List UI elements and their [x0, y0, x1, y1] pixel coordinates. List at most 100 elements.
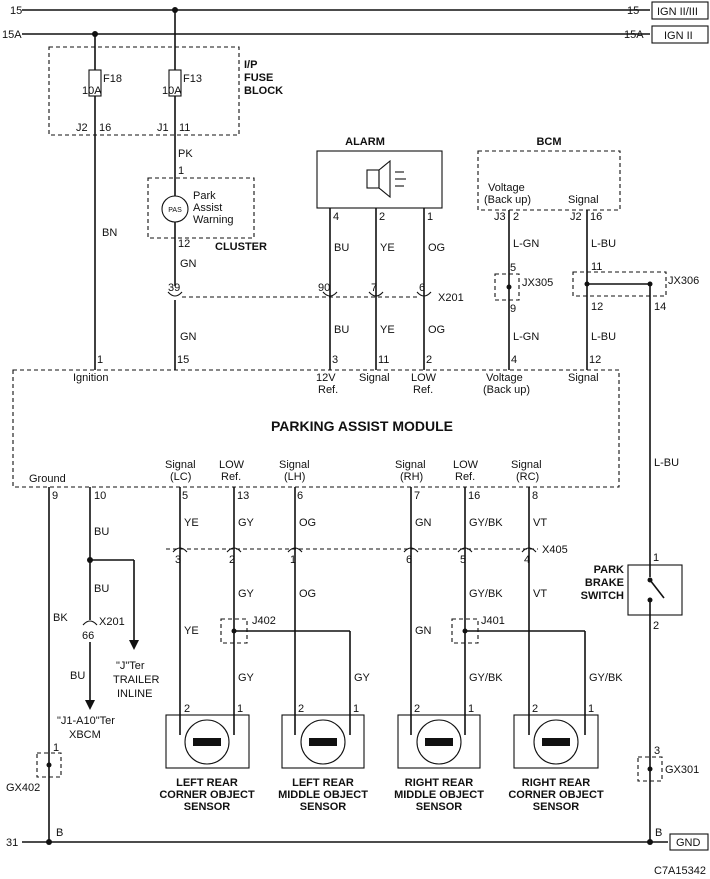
line-15a-left: 15A [2, 29, 22, 41]
bcm-j3: J3 [494, 211, 506, 223]
wire-gy-3: GY [238, 672, 255, 684]
sensor-right-rear-middle: 2 1 RIGHT REAR MIDDLE OBJECT SENSOR [394, 703, 484, 813]
sensor-1-pin-b: 1 [237, 703, 243, 715]
sensor-2-name-2: MIDDLE OBJECT [278, 789, 368, 801]
wire-lgn-top: L-GN [513, 238, 539, 250]
sensor-icon [300, 719, 346, 765]
module-pin-4: 4 [511, 354, 517, 366]
bcm-j2-pin: 16 [590, 211, 602, 223]
module-rc-2: (RC) [516, 471, 539, 483]
wire-ye-1: YE [184, 517, 199, 529]
wire-gy-4: GY [354, 672, 371, 684]
power-lines: 15 15 IGN II/III 15A 15A IGN II [2, 1, 709, 44]
fuse-f13-conn: J1 [157, 122, 169, 134]
x201-pin-39: 39 [168, 282, 180, 294]
alarm: ALARM 4 2 1 BU YE OG [316, 136, 445, 370]
bcm-j3-pin: 2 [513, 211, 519, 223]
wire-gybk-3: GY/BK [469, 672, 503, 684]
park-brake-name-3: SWITCH [581, 590, 624, 602]
bcm-voltage-1: Voltage [488, 182, 525, 194]
fuse-f13-pin: 11 [179, 122, 190, 134]
x201-connector: 39 90 7 6 X201 [167, 282, 464, 370]
x405-pin-2: 2 [229, 554, 235, 566]
sensor-left-rear-corner: 2 1 LEFT REAR CORNER OBJECT SENSOR [159, 703, 255, 813]
sensor-4-name-1: RIGHT REAR [522, 777, 591, 789]
alarm-pin-4: 4 [333, 211, 339, 223]
wire-gy-1: GY [238, 517, 255, 529]
wire-bu-gnd-1: BU [94, 526, 109, 538]
line-15a-right: 15A [624, 29, 644, 41]
module-signal-a: Signal [359, 372, 390, 384]
parking-assist-module: PARKING ASSIST MODULE 1 Ignition 15 3 12… [12, 354, 620, 502]
sensor-2-name-1: LEFT REAR [292, 777, 354, 789]
module-ignition: Ignition [73, 372, 108, 384]
wire-vt-1: VT [533, 517, 547, 529]
ip-fuse-block: F18 10A J2 16 F13 10A J1 11 I/P FUSE BLO… [48, 10, 283, 370]
fuse-f18-conn: J2 [76, 122, 88, 134]
jx305-connector: 5 9 JX305 [494, 262, 553, 315]
speaker-icon [366, 169, 380, 189]
x201-pin-6: 6 [419, 282, 425, 294]
ground-pin-66: 66 [82, 630, 94, 642]
x405-name: X405 [542, 544, 568, 556]
jx305-pin-9: 9 [510, 303, 516, 315]
module-pin-1: 1 [97, 354, 103, 366]
wire-bu-low: BU [334, 324, 349, 336]
park-brake-name-2: BRAKE [585, 577, 624, 589]
module-rc-1: Signal [511, 459, 542, 471]
bcm: BCM Voltage (Back up) Signal J3 2 J2 16 … [477, 136, 621, 370]
cluster-name: CLUSTER [215, 241, 267, 253]
module-volt-2: (Back up) [483, 384, 530, 396]
sensor-4-pin-a: 2 [532, 703, 538, 715]
arrow-down-icon [85, 700, 95, 710]
wire-lgn-low: L-GN [513, 331, 539, 343]
module-pin-12: 12 [589, 354, 601, 366]
sensor-3-pin-a: 2 [414, 703, 420, 715]
sensor-left-rear-middle: 2 1 LEFT REAR MIDDLE OBJECT SENSOR [278, 703, 368, 813]
j401-name: J401 [481, 615, 505, 627]
line-15-right: 15 [627, 5, 639, 17]
x201-name: X201 [438, 292, 464, 304]
cluster-label-1: Park [193, 190, 216, 202]
xbcm-label-1: "J1-A10"Ter [57, 715, 115, 727]
module-pin-11: 11 [378, 354, 389, 366]
x201-pin-7: 7 [371, 282, 377, 294]
fuse-f13-name: F13 [183, 73, 202, 85]
module-pin-5: 5 [182, 490, 188, 502]
wire-gn-lower: GN [180, 331, 197, 343]
module-pin-9: 9 [52, 490, 58, 502]
fuse-f13-rating: 10A [162, 85, 182, 97]
wire-gn-3: GN [415, 625, 432, 637]
wire-bn-label: BN [102, 227, 117, 239]
sensor-4-pin-b: 1 [588, 703, 594, 715]
ign-23-label: IGN II/III [657, 6, 698, 18]
module-lowref-l-2: Ref. [221, 471, 241, 483]
sensor-wiring: YE GY OG GN GY/BK VT 3 2 1 6 5 4 X405 GY… [166, 487, 623, 735]
jx306-pin-11: 11 [591, 261, 602, 273]
module-12v-1: 12V [316, 372, 336, 384]
park-brake-switch: 1 2 PARK BRAKE SWITCH [581, 552, 683, 842]
sensor-3-pin-b: 1 [468, 703, 474, 715]
x201-pin-90: 90 [318, 282, 330, 294]
cluster-label-3: Warning [193, 214, 234, 226]
wire-gy-2: GY [238, 588, 255, 600]
park-brake-pin-2: 2 [653, 620, 659, 632]
jx306-name: JX306 [668, 275, 699, 287]
sensor-right-rear-corner: 2 1 RIGHT REAR CORNER OBJECT SENSOR [508, 703, 604, 813]
wire-og-2: OG [299, 588, 316, 600]
sensor-3-name-1: RIGHT REAR [405, 777, 474, 789]
wire-ye-3: YE [184, 625, 199, 637]
wire-ye-top: YE [380, 242, 395, 254]
wire-bu-top: BU [334, 242, 349, 254]
jx305-pin-5: 5 [510, 262, 516, 274]
gx301-pin: 3 [654, 745, 660, 757]
module-ground: Ground [29, 473, 66, 485]
xbcm-label-2: XBCM [69, 729, 101, 741]
wire-og-top: OG [428, 242, 445, 254]
wire-pk-label: PK [178, 148, 193, 160]
wire-gybk-1: GY/BK [469, 517, 503, 529]
alarm-pin-2: 2 [379, 211, 385, 223]
module-12v-2: Ref. [318, 384, 338, 396]
x405-pin-3: 3 [175, 554, 181, 566]
